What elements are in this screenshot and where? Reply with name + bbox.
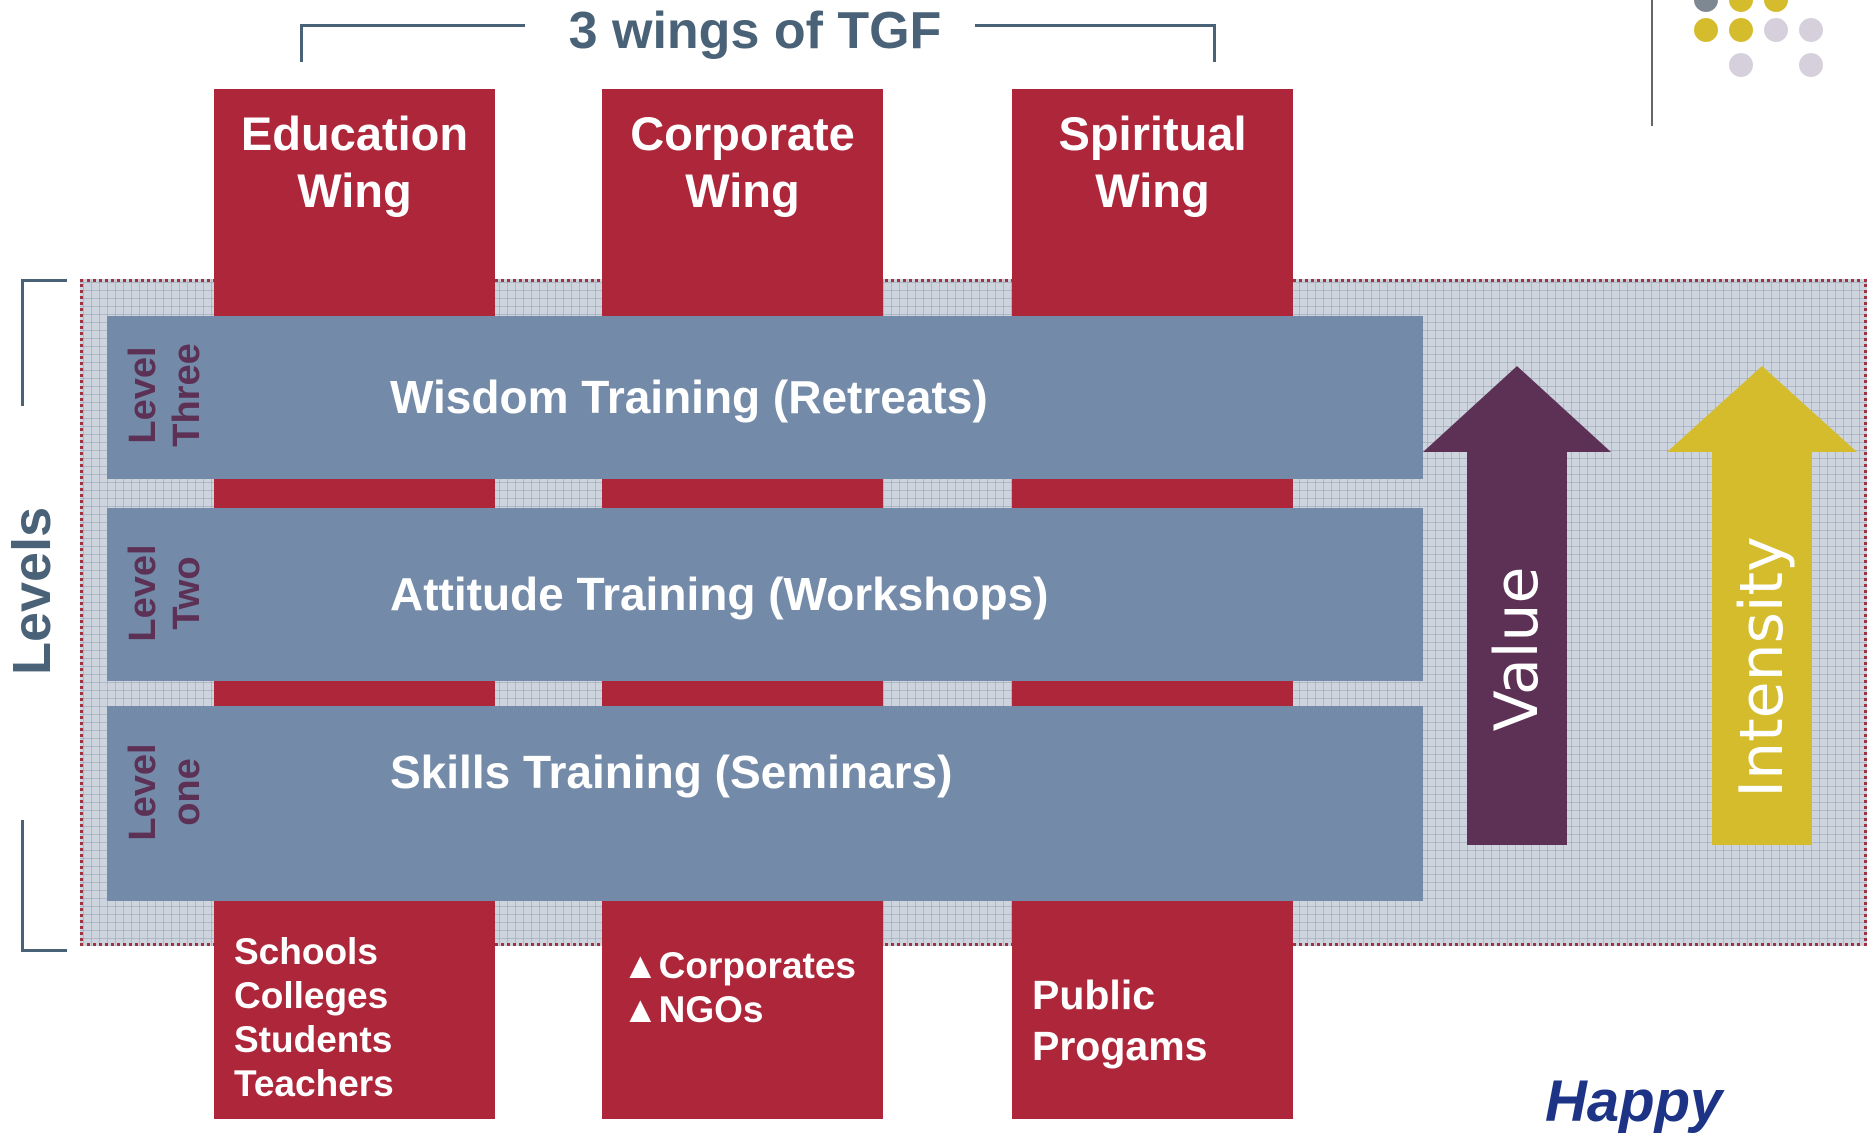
training-label-skills: Skills Training (Seminars)	[390, 746, 953, 798]
dot	[1799, 53, 1823, 77]
education-audience-list: Schools Colleges Students Teachers	[234, 930, 394, 1106]
wing-title-line: Education	[240, 107, 469, 160]
intensity-arrow-icon	[1667, 366, 1857, 845]
value-arrow-icon	[1423, 366, 1611, 845]
list-item: Teachers	[234, 1063, 394, 1104]
dot	[1729, 18, 1753, 42]
dot	[1694, 0, 1718, 12]
wing-title-education: Education Wing	[214, 105, 495, 219]
list-item: Students	[234, 1019, 393, 1060]
wing-title-line: Wing	[297, 164, 412, 217]
top-bracket-right-horizontal	[975, 24, 1215, 27]
top-bracket-left-horizontal	[300, 24, 525, 27]
levels-bracket-top-vertical	[21, 279, 24, 406]
level-two-bar	[107, 508, 1423, 681]
footer-happy-text: Happy	[1545, 1069, 1723, 1134]
level-one-bar	[107, 706, 1423, 901]
top-bracket-left-vertical	[300, 24, 303, 62]
dot	[1729, 53, 1753, 77]
list-item: Colleges	[234, 975, 389, 1016]
dot	[1764, 18, 1788, 42]
levels-bracket-bottom-vertical	[21, 820, 24, 952]
dot	[1764, 0, 1788, 12]
corporate-audience-list: ▲Corporates ▲NGOs	[622, 944, 856, 1032]
wing-title-corporate: Corporate Wing	[602, 105, 883, 219]
list-item: ▲NGOs	[622, 989, 764, 1030]
diagram-title: 3 wings of TGF	[568, 2, 942, 60]
wing-title-line: Corporate	[630, 107, 855, 160]
spiritual-audience-list: Public Progams	[1032, 970, 1207, 1072]
levels-bracket-bottom-horizontal	[21, 949, 67, 952]
list-item: Progams	[1032, 1023, 1208, 1069]
wing-title-line: Wing	[685, 164, 800, 217]
top-bracket-right-vertical	[1213, 24, 1216, 62]
training-label-attitude: Attitude Training (Workshops)	[390, 568, 1049, 620]
intensity-arrow-label: Intensity	[1727, 536, 1797, 798]
list-item: Public	[1032, 972, 1156, 1018]
list-item: ▲Corporates	[622, 945, 856, 986]
wing-title-spiritual: Spiritual Wing	[1012, 105, 1293, 219]
corner-divider	[1651, 0, 1653, 126]
wing-title-line: Wing	[1095, 164, 1210, 217]
dot	[1729, 0, 1753, 12]
wing-title-line: Spiritual	[1058, 107, 1247, 160]
value-arrow-label: Value	[1482, 566, 1552, 732]
training-label-wisdom: Wisdom Training (Retreats)	[390, 371, 988, 423]
level-three-bar	[107, 316, 1423, 479]
dot	[1799, 18, 1823, 42]
dot	[1694, 18, 1718, 42]
levels-bracket-top-horizontal	[21, 279, 67, 282]
list-item: Schools	[234, 931, 378, 972]
